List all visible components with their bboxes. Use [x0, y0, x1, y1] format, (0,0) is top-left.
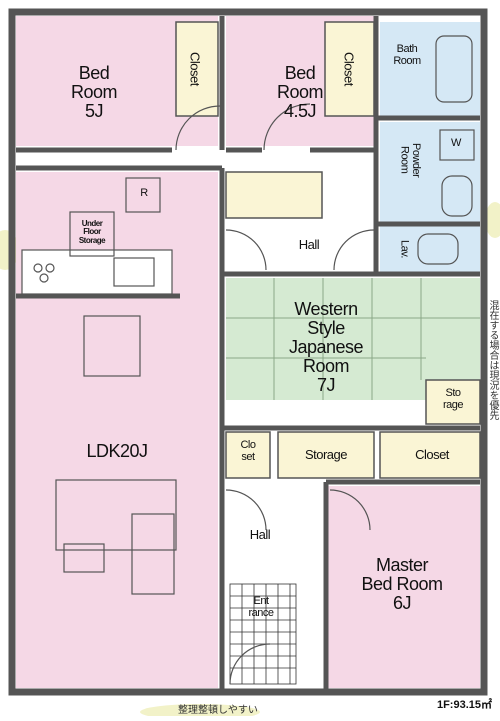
powder-room-area: [380, 122, 480, 222]
kitchen-fixtures: [21, 177, 177, 595]
closet-top1-area: [175, 21, 219, 117]
closet-top1-label: Closet: [187, 52, 203, 86]
bed-room-5j-label: Bed Room 5J: [70, 63, 118, 121]
under-floor-storage-label: Under Floor Storage: [78, 219, 106, 245]
fridge-label: R: [140, 187, 148, 199]
bath-fixtures: [417, 35, 475, 265]
lavatory-label: Lav.: [398, 240, 411, 258]
background-shape: [485, 202, 500, 238]
tatami-grid: [226, 278, 480, 400]
storage-small-label: Sto rage: [442, 387, 464, 411]
bath-room-label: Bath Room: [393, 43, 421, 67]
hall-bottom-label: Hall: [249, 527, 271, 542]
closet-mid-area: [379, 431, 481, 479]
side-note: 混在する場合は現況を優先: [487, 300, 498, 420]
floor-area: 1F:93.15㎡: [436, 699, 492, 711]
closet-small-label: Clo set: [240, 439, 256, 463]
storage-mid-area: [277, 431, 375, 479]
inner-walls: [16, 16, 480, 690]
closet-hall-area: [225, 171, 323, 219]
powder-room-label: Powder Room: [398, 142, 423, 178]
storage-small-area: [425, 379, 481, 425]
door-swings: [175, 103, 375, 685]
bath-room-area: [380, 22, 480, 116]
ldk-label: LDK20J: [86, 441, 148, 461]
bed-room-45j-label: Bed Room 4.5J: [276, 63, 324, 121]
hall-top-label: Hall: [298, 237, 320, 252]
entrance-label: Ent rance: [248, 595, 274, 619]
washer-label: W: [451, 137, 461, 149]
closet-small-area: [225, 431, 271, 479]
master-bed-room-label: Master Bed Room 6J: [361, 555, 443, 613]
lavatory-area: [380, 226, 480, 272]
bottom-note: 整理整頓しやすい: [178, 705, 258, 716]
storage-mid-label: Storage: [304, 447, 348, 462]
outer-walls: [8, 8, 488, 696]
closet-mid-label: Closet: [415, 447, 449, 462]
closet-top2-area: [324, 21, 375, 117]
closet-top2-label: Closet: [341, 52, 357, 86]
ldk-area: [16, 172, 218, 688]
western-room-label: Western Style Japanese Room 7J: [288, 299, 364, 395]
master-bed-area: [326, 486, 480, 688]
